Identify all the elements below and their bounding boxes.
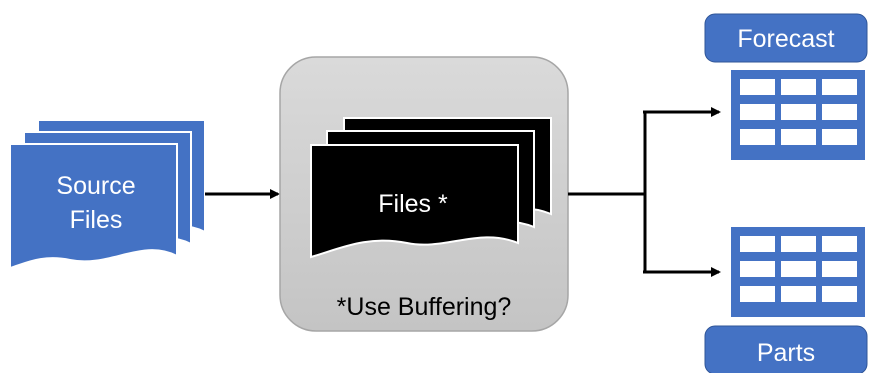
buffering-note: *Use Buffering? (337, 293, 512, 321)
buffered-file-front (310, 144, 519, 259)
source-files-stack: Source Files (9, 119, 206, 270)
parts-table-icon (731, 227, 865, 317)
forecast-output: Forecast (704, 13, 868, 160)
source-files-label-line2: Files (70, 206, 123, 234)
process-box: Files * *Use Buffering? (279, 56, 569, 332)
buffered-files-label: Files * (378, 190, 448, 218)
buffered-files-stack: Files * (310, 117, 552, 259)
parts-output: Parts (704, 227, 868, 373)
parts-label-box (704, 325, 868, 373)
forecast-label-box (704, 13, 868, 63)
parts-label: Parts (757, 339, 815, 367)
forecast-label: Forecast (737, 25, 834, 53)
branch-connector (568, 107, 721, 277)
forecast-table-icon (731, 70, 865, 160)
source-files-label-line1: Source (56, 172, 135, 200)
source-file-front (9, 143, 178, 270)
